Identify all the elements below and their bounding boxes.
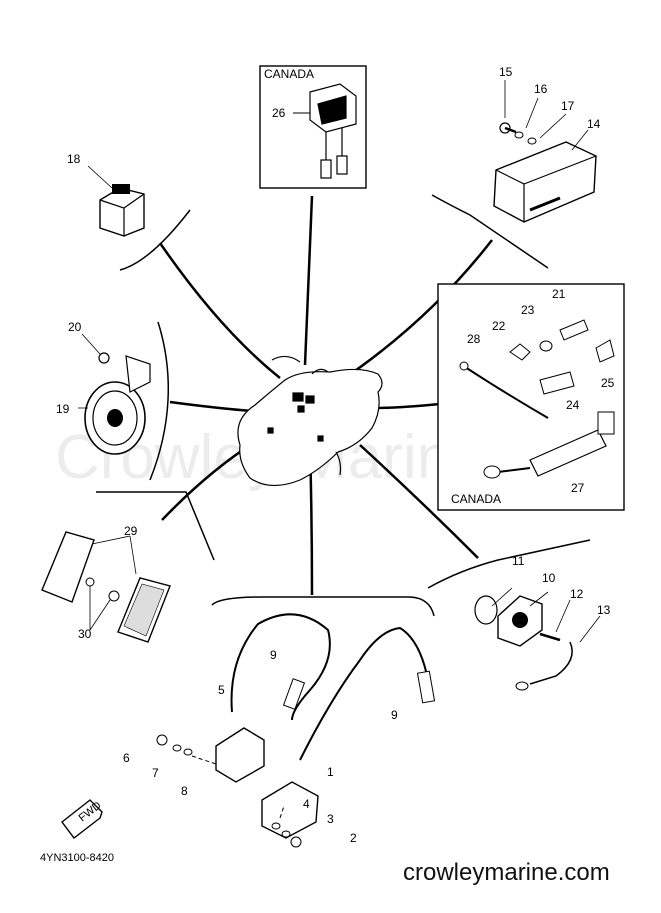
callout-25: 25 xyxy=(601,376,615,390)
canada-harness-box: CANADA xyxy=(437,283,625,511)
ignition-coil-group xyxy=(156,596,436,848)
callout-28: 28 xyxy=(467,332,481,346)
callout-9a: 9 xyxy=(270,648,277,662)
callout-11: 11 xyxy=(512,554,525,568)
callout-9b: 9 xyxy=(391,708,398,722)
callout-15: 15 xyxy=(499,65,513,79)
footer-site: crowleymarine.com xyxy=(403,859,610,886)
connector-26-part xyxy=(309,83,357,179)
switch-group xyxy=(427,539,601,691)
canada-box-title: CANADA xyxy=(264,67,314,81)
callout-21: 21 xyxy=(552,287,566,301)
callout-29: 29 xyxy=(124,524,138,538)
hull-outline xyxy=(237,355,383,487)
callout-16: 16 xyxy=(534,82,548,96)
cdi-unit-group xyxy=(431,80,597,269)
callout-7: 7 xyxy=(152,766,159,780)
fwd-arrow: FWD xyxy=(61,799,104,839)
callout-6: 6 xyxy=(123,751,130,765)
relay-group xyxy=(87,165,191,271)
horn-group xyxy=(78,321,170,481)
callout-17: 17 xyxy=(561,99,575,113)
callout-22: 22 xyxy=(492,319,506,333)
callout-20: 20 xyxy=(68,320,82,334)
callout-3: 3 xyxy=(327,812,334,826)
callout-2: 2 xyxy=(350,831,357,845)
callout-13: 13 xyxy=(597,603,611,617)
part-code: 4YN3100-8420 xyxy=(40,852,114,864)
callout-19: 19 xyxy=(56,402,70,416)
callout-24: 24 xyxy=(566,398,580,412)
callout-23: 23 xyxy=(521,303,535,317)
callout-27: 27 xyxy=(571,481,585,495)
callout-10: 10 xyxy=(542,571,556,585)
callout-12: 12 xyxy=(570,587,584,601)
callout-1: 1 xyxy=(327,765,334,779)
plate-group xyxy=(41,491,215,643)
canada-connector-box: CANADA xyxy=(259,65,367,189)
callout-26: 26 xyxy=(272,106,286,120)
callout-30: 30 xyxy=(78,627,92,641)
callout-14: 14 xyxy=(587,117,601,131)
callout-labels: 1 2 3 4 5 6 7 8 9 9 10 11 12 13 14 15 16… xyxy=(56,65,615,845)
callout-4: 4 xyxy=(303,797,310,811)
callout-5: 5 xyxy=(218,683,225,697)
canada-harness-box-title: CANADA xyxy=(451,492,501,506)
callout-8: 8 xyxy=(181,784,188,798)
callout-18: 18 xyxy=(67,152,81,166)
